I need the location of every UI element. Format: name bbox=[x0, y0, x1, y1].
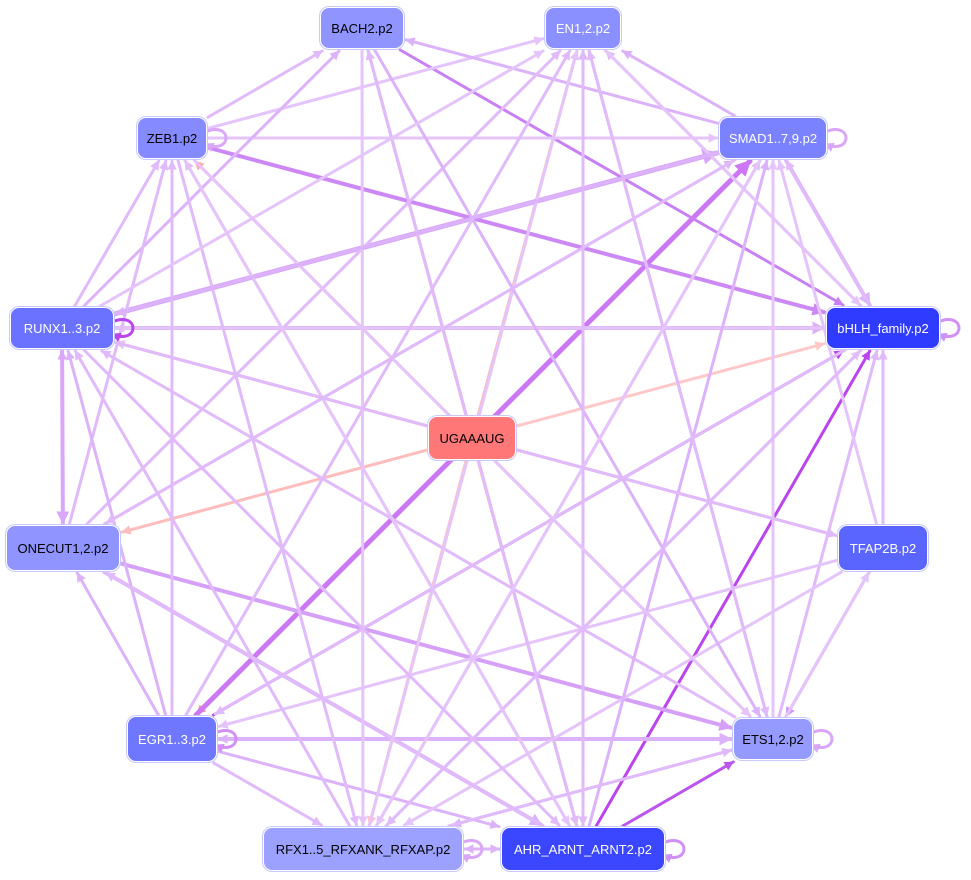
node-ets[interactable]: ETS1,2.p2 bbox=[733, 718, 813, 760]
node-egr[interactable]: EGR1..3.p2 bbox=[127, 716, 217, 762]
node-zeb1[interactable]: ZEB1.p2 bbox=[137, 117, 207, 159]
node-ahr[interactable]: AHR_ARNT_ARNT2.p2 bbox=[501, 827, 665, 871]
edge-ONECUT-to-ETS bbox=[119, 561, 733, 731]
node-label: BACH2.p2 bbox=[331, 20, 393, 36]
node-runx[interactable]: RUNX1..3.p2 bbox=[10, 307, 114, 349]
node-label: ZEB1.p2 bbox=[146, 130, 198, 146]
edge-ZEB1-to-BHLH bbox=[206, 145, 826, 316]
node-tfap2b[interactable]: TFAP2B.p2 bbox=[838, 525, 928, 571]
self-loop-RUNX bbox=[111, 318, 135, 342]
node-label: RUNX1..3.p2 bbox=[23, 320, 101, 336]
edge-EN12-to-BHLH bbox=[603, 48, 862, 307]
edge-SMAD-to-RFX bbox=[375, 158, 762, 827]
node-label: EGR1..3.p2 bbox=[138, 731, 206, 747]
self-loop-BHLH bbox=[937, 318, 961, 342]
node-bhlh[interactable]: bHLH_family.p2 bbox=[826, 307, 940, 349]
edge-ZEB1-to-AHR bbox=[183, 158, 571, 827]
edge-EGR-to-EN12 bbox=[184, 49, 572, 717]
node-bach2[interactable]: BACH2.p2 bbox=[320, 7, 404, 49]
edge-ETS-to-TFAP2B bbox=[784, 571, 871, 719]
self-loop-AHR bbox=[662, 839, 686, 863]
edge-BHLH-to-RFX bbox=[385, 348, 863, 827]
edge-AHR-to-ETS bbox=[621, 760, 735, 828]
node-label: bHLH_family.p2 bbox=[837, 320, 929, 336]
self-loops-layer bbox=[111, 128, 961, 863]
edge-EN12-to-ETS bbox=[587, 48, 770, 718]
node-label: AHR_ARNT_ARNT2.p2 bbox=[514, 841, 652, 857]
node-label: UGAAAUG bbox=[439, 430, 505, 446]
edge-SMAD-to-EN12 bbox=[621, 49, 737, 118]
node-ugaaaug[interactable]: UGAAAUG bbox=[428, 416, 516, 460]
node-smad[interactable]: SMAD1..7,9.p2 bbox=[719, 117, 827, 159]
node-label: SMAD1..7,9.p2 bbox=[728, 130, 818, 146]
edge-RUNX-to-AHR bbox=[82, 348, 561, 827]
self-loop-ZEB1 bbox=[204, 128, 228, 152]
self-loop-RFX bbox=[460, 839, 484, 863]
node-label: EN1,2.p2 bbox=[555, 20, 611, 36]
self-loop-ETS bbox=[810, 729, 834, 753]
edge-EGR-to-ONECUT bbox=[75, 571, 160, 717]
node-rfx[interactable]: RFX1..5_RFXANK_RFXAP.p2 bbox=[263, 827, 463, 871]
edge-SMAD-to-ONECUT bbox=[104, 158, 737, 525]
edge-SMAD-to-RUNX bbox=[114, 151, 720, 316]
node-label: ONECUT1,2.p2 bbox=[17, 540, 109, 556]
node-onecut[interactable]: ONECUT1,2.p2 bbox=[6, 525, 120, 571]
edge-BHLH-to-SMAD bbox=[784, 159, 872, 308]
edge-ETS-to-RUNX bbox=[100, 349, 737, 719]
self-loop-EGR bbox=[214, 729, 238, 753]
edge-RUNX-to-EN12 bbox=[98, 49, 545, 308]
edge-EGR-to-RFX bbox=[212, 761, 323, 827]
edge-BHLH-to-EGR bbox=[213, 348, 847, 716]
edge-BACH2-to-RFX bbox=[358, 48, 368, 827]
edge-RFX-to-RUNX bbox=[73, 349, 352, 828]
edge-ZEB1-to-BACH2 bbox=[206, 49, 324, 119]
edge-AHR-to-ONECUT bbox=[104, 571, 545, 828]
node-en12[interactable]: EN1,2.p2 bbox=[545, 7, 621, 49]
node-label: TFAP2B.p2 bbox=[849, 540, 917, 556]
self-loop-SMAD bbox=[824, 128, 848, 152]
edge-BACH2-to-ETS bbox=[373, 48, 762, 718]
node-label: ETS1,2.p2 bbox=[742, 731, 804, 747]
edge-ONECUT-to-RUNX bbox=[57, 349, 67, 526]
edge-RFX-to-ETS bbox=[447, 747, 733, 828]
edge-EGR-to-AHR bbox=[216, 749, 501, 829]
edge-ZEB1-to-RFX bbox=[176, 158, 359, 827]
edge-RUNX-to-ZEB1 bbox=[73, 159, 161, 308]
node-label: RFX1..5_RFXANK_RFXAP.p2 bbox=[275, 841, 451, 857]
